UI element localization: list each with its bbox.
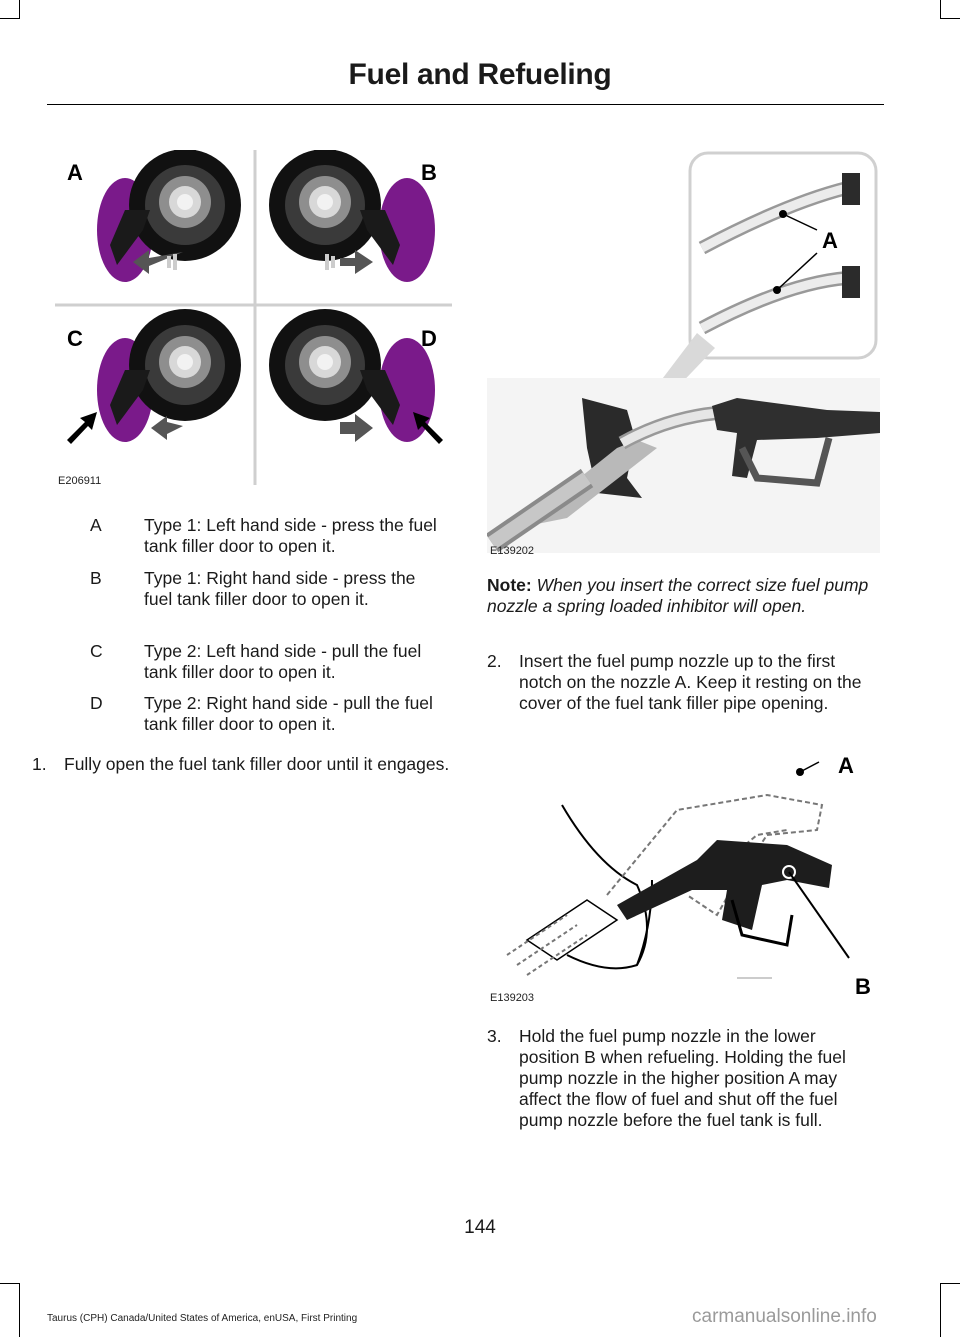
filler-door-a: [97, 149, 241, 282]
legend-key: C: [90, 641, 103, 661]
filler-door-d: [269, 309, 443, 444]
page-number: 144: [464, 1217, 496, 1238]
crop-mark: [940, 0, 941, 18]
callout-a: A: [822, 228, 838, 253]
nozzle-position-figure: [487, 750, 880, 995]
legend-key: A: [90, 515, 102, 535]
note-label: Note:: [487, 575, 532, 595]
step-text: Fully open the fuel tank filler door unt…: [64, 754, 450, 774]
header-divider: [47, 104, 884, 105]
nozzle-position-illustration: [506, 761, 850, 979]
crop-mark: [19, 1283, 20, 1337]
legend-item: D Type 2: Right hand side - pull the fue…: [90, 693, 445, 737]
legend-item: C Type 2: Left hand side - pull the fuel…: [90, 641, 445, 685]
filler-door-illustration: [55, 149, 452, 485]
callout-b: B: [855, 974, 871, 999]
legend-key: B: [90, 568, 102, 588]
callout-c: C: [67, 326, 83, 351]
figure-id: E139203: [490, 992, 535, 1004]
legend-text: Type 2: Right hand side - pull the fuel …: [144, 693, 433, 734]
nozzle-notch-figure: [485, 148, 880, 558]
page-title: Fuel and Refueling: [348, 58, 612, 91]
figure-id: E139202: [490, 545, 535, 557]
callout-d: D: [421, 326, 437, 351]
callout-a: A: [67, 160, 83, 185]
note-text: When you insert the correct size fuel pu…: [487, 575, 869, 616]
step-text: Insert the fuel pump nozzle up to the fi…: [519, 651, 862, 713]
crop-mark: [940, 1283, 941, 1337]
crop-mark: [0, 1283, 20, 1284]
crop-mark: [19, 0, 20, 18]
filler-door-figure: [55, 149, 455, 490]
legend-text: Type 1: Left hand side - press the fuel …: [144, 515, 437, 556]
figure-id: E206911: [58, 475, 102, 487]
nozzle-notch-illustration: [485, 151, 880, 553]
legend-item: B Type 1: Right hand side - press the fu…: [90, 568, 445, 632]
legend-text: Type 2: Left hand side - pull the fuel t…: [144, 641, 422, 682]
crop-mark: [0, 18, 20, 19]
legend-text: Type 1: Right hand side - press the fuel…: [144, 568, 416, 609]
crop-mark: [940, 18, 960, 19]
note: Note: When you insert the correct size f…: [487, 575, 879, 617]
filler-door-b: [269, 149, 435, 282]
step-text: Hold the fuel pump nozzle in the lower p…: [519, 1026, 846, 1130]
step-number: 1.: [32, 754, 47, 774]
callout-a: A: [838, 753, 854, 778]
step-3: 3. Hold the fuel pump nozzle in the lowe…: [487, 1026, 880, 1156]
step-number: 2.: [487, 651, 502, 671]
filler-door-c: [67, 309, 241, 444]
step-2: 2. Insert the fuel pump nozzle up to the…: [487, 651, 880, 737]
legend-key: D: [90, 693, 103, 713]
callout-b: B: [421, 160, 437, 185]
legend-item: A Type 1: Left hand side - press the fue…: [90, 515, 445, 559]
footer-text: Taurus (CPH) Canada/United States of Ame…: [47, 1313, 358, 1324]
step-number: 3.: [487, 1026, 502, 1046]
step-1: 1. Fully open the fuel tank filler door …: [32, 754, 452, 798]
watermark: carmanualsonline.info: [692, 1306, 877, 1327]
crop-mark: [940, 1283, 960, 1284]
